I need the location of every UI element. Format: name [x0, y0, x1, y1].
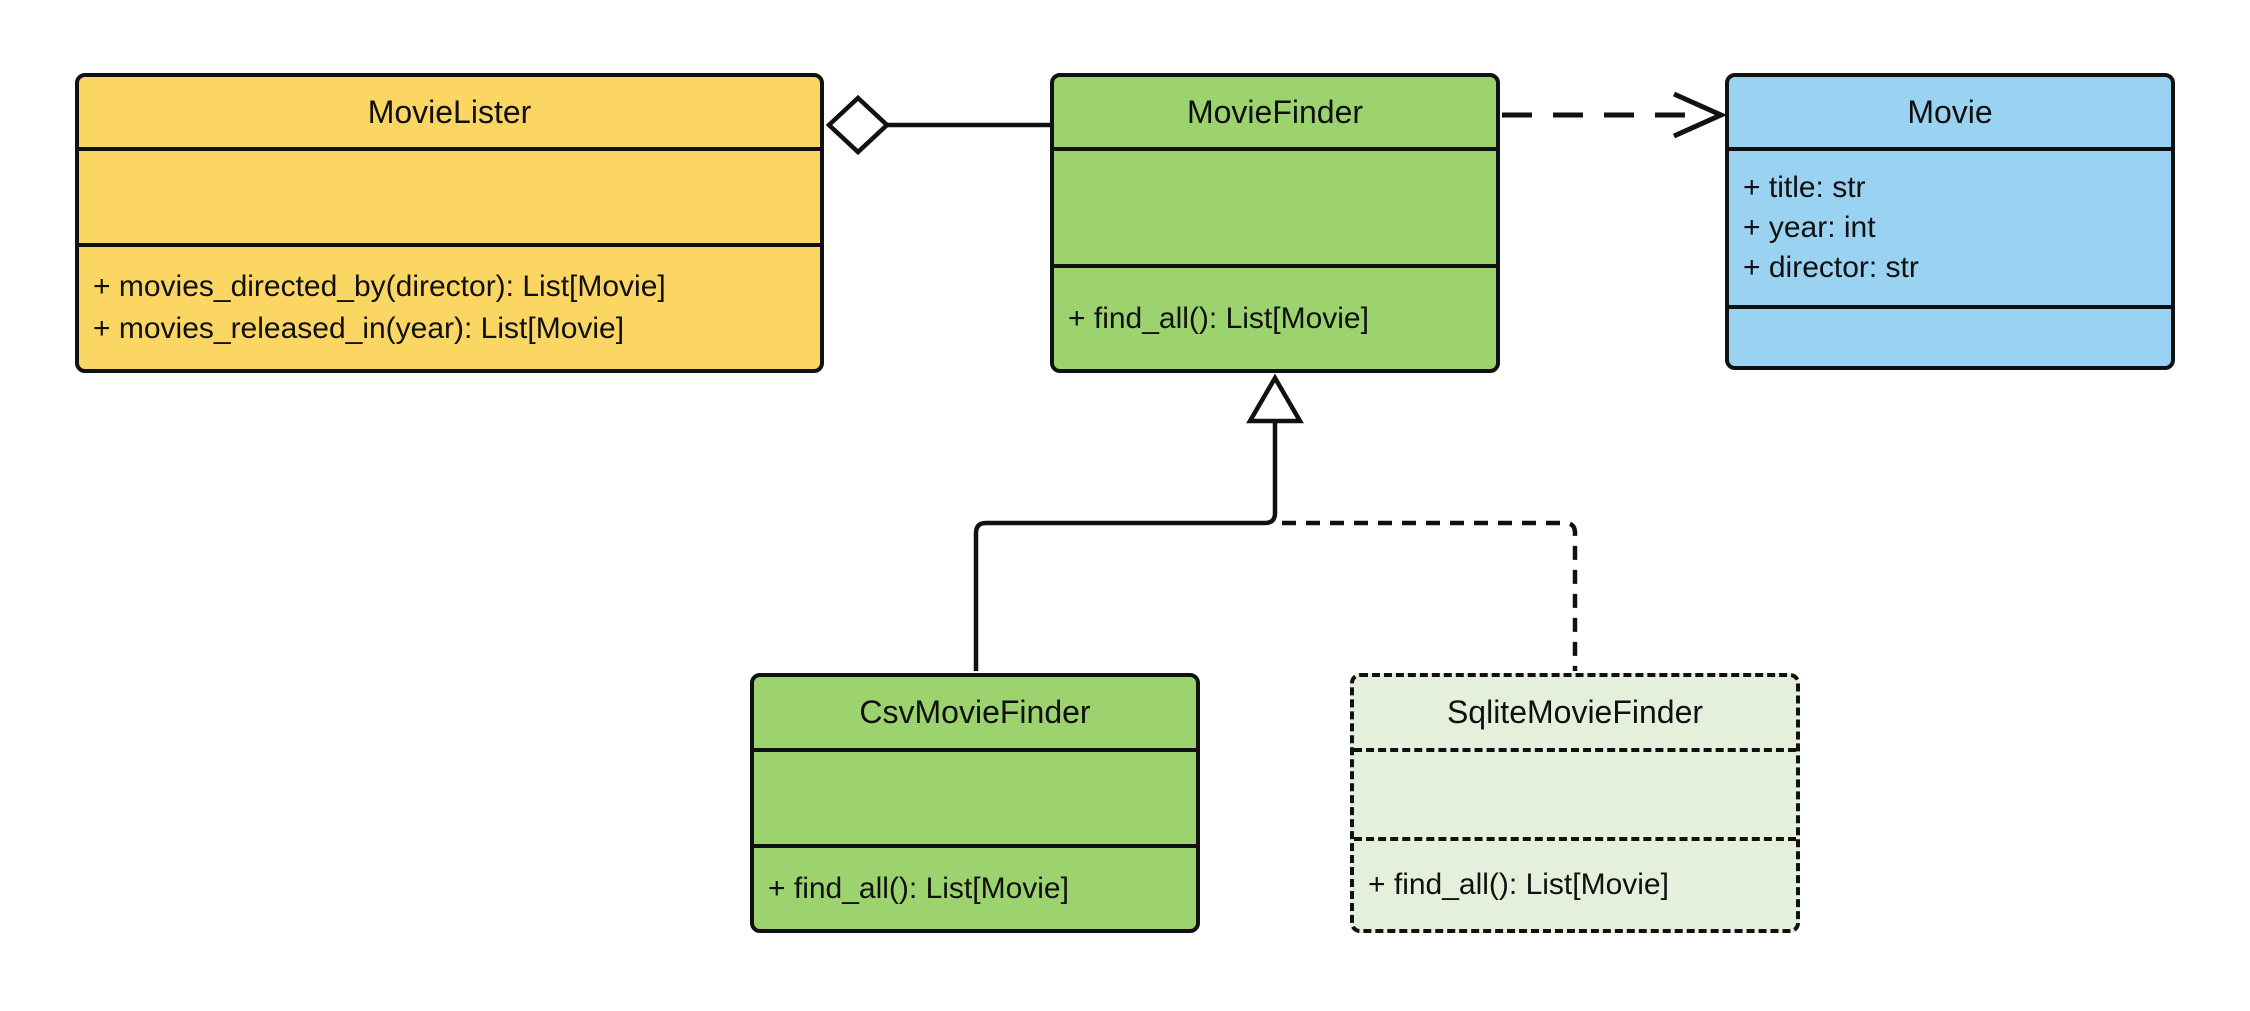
- method-label: + movies_directed_by(director): List[Mov…: [93, 270, 666, 303]
- class-title: Movie: [1729, 77, 2171, 147]
- class-csvmoviefinder: CsvMovieFinder + find_all(): List[Movie]: [750, 673, 1200, 933]
- attribute-label: + title: str: [1743, 171, 1866, 204]
- attributes-section: [79, 147, 820, 243]
- class-title: CsvMovieFinder: [754, 677, 1196, 748]
- attribute-label: + year: int: [1743, 211, 1876, 244]
- class-name-label: MovieLister: [367, 93, 532, 130]
- methods-section: + find_all(): List[Movie]: [1054, 264, 1496, 369]
- method-label: + find_all(): List[Movie]: [1068, 301, 1369, 335]
- inheritance-solid-line: [973, 421, 1278, 671]
- class-sqlitemoviefinder: SqliteMovieFinder + find_all(): List[Mov…: [1350, 673, 1800, 933]
- inheritance-dashed-line: [1282, 520, 1578, 671]
- aggregation-diamond-icon: [825, 94, 891, 156]
- method-label: + find_all(): List[Movie]: [768, 871, 1069, 905]
- attribute-label: + director: str: [1743, 251, 1919, 284]
- class-title: SqliteMovieFinder: [1354, 677, 1796, 748]
- method-label: + movies_released_in(year): List[Movie]: [93, 312, 625, 345]
- class-moviefinder: MovieFinder + find_all(): List[Movie]: [1050, 73, 1500, 373]
- class-name-label: SqliteMovieFinder: [1446, 694, 1704, 730]
- inheritance-triangle-icon: [1246, 373, 1304, 424]
- dependency-arrowhead-icon: [1672, 91, 1728, 139]
- attributes-section: [754, 748, 1196, 844]
- class-title: MovieLister: [79, 77, 820, 147]
- methods-section: + find_all(): List[Movie]: [1354, 837, 1796, 929]
- class-name-label: CsvMovieFinder: [859, 694, 1091, 730]
- class-name-label: Movie: [1907, 93, 1993, 130]
- methods-section: + movies_directed_by(director): List[Mov…: [79, 243, 820, 369]
- class-movie: Movie + title: str + year: int + directo…: [1725, 73, 2175, 370]
- methods-section: + find_all(): List[Movie]: [754, 844, 1196, 929]
- class-title: MovieFinder: [1054, 77, 1496, 147]
- attributes-section: + title: str + year: int + director: str: [1729, 147, 2171, 305]
- attributes-section: [1354, 748, 1796, 837]
- class-movielister: MovieLister + movies_directed_by(directo…: [75, 73, 824, 373]
- methods-section: [1729, 305, 2171, 366]
- method-label: + find_all(): List[Movie]: [1368, 868, 1669, 901]
- class-name-label: MovieFinder: [1186, 93, 1364, 130]
- attributes-section: [1054, 147, 1496, 264]
